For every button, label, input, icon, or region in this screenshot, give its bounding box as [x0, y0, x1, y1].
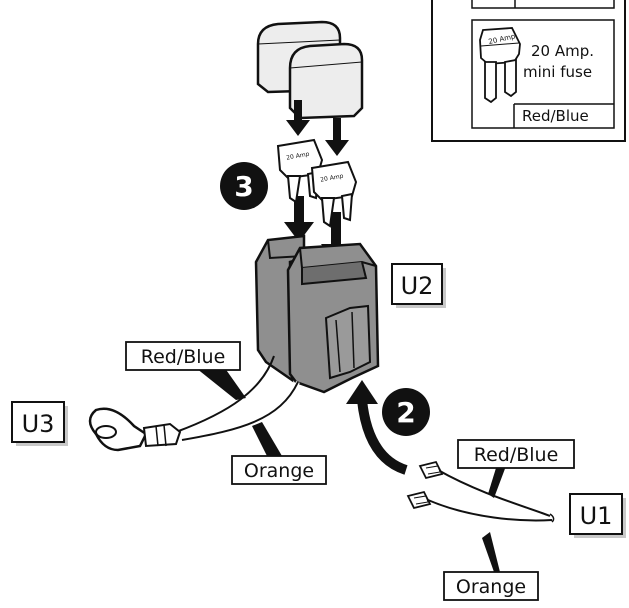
- step-3-number: 3: [234, 170, 253, 203]
- label-orange-left: Orange: [232, 456, 326, 484]
- legend-top-row: [472, 0, 614, 8]
- fuse-caps: [258, 22, 362, 118]
- legend-fuse-label-line1: 20 Amp.: [531, 42, 594, 60]
- fuse-holder-body: [256, 236, 378, 392]
- label-red-blue-right: Red/Blue: [458, 440, 574, 468]
- step-2-badge: 2: [382, 388, 430, 436]
- fuse-legend-panel: 20 Amp 20 Amp. mini fuse Red/Blue: [432, 0, 625, 141]
- label-orange-bottom-text: Orange: [456, 576, 526, 598]
- arrow-fuse-left: [284, 196, 314, 242]
- label-red-blue-left: Red/Blue: [126, 342, 240, 370]
- arrow-cap-right: [325, 118, 349, 156]
- mini-fuses: 20 Amp 20 Amp: [278, 140, 356, 226]
- step-3-badge: 3: [220, 162, 268, 210]
- step-2-number: 2: [396, 396, 415, 429]
- ring-terminal: [90, 409, 180, 450]
- label-orange-left-text: Orange: [244, 460, 314, 482]
- label-u3-text: U3: [22, 410, 55, 438]
- legend-fuse-label-line2: mini fuse: [523, 63, 592, 81]
- label-u3: U3: [12, 402, 68, 446]
- label-u1-text: U1: [580, 502, 613, 530]
- label-red-blue-left-text: Red/Blue: [141, 346, 226, 368]
- label-u1: U1: [570, 494, 626, 538]
- legend-wire-color: Red/Blue: [522, 107, 589, 125]
- legend-fuse-cell: 20 Amp 20 Amp. mini fuse Red/Blue: [472, 20, 614, 128]
- label-orange-bottom: Orange: [444, 572, 538, 600]
- label-u2: U2: [392, 264, 446, 308]
- spade-connectors: [408, 462, 442, 508]
- label-u2-text: U2: [401, 272, 434, 300]
- label-red-blue-right-text: Red/Blue: [474, 444, 559, 466]
